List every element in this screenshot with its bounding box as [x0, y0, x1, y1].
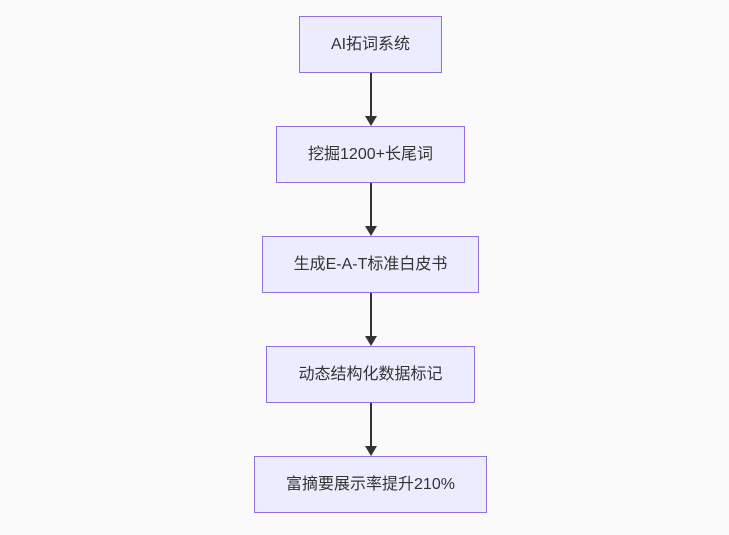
flow-node-ai-word-system: AI拓词系统 [298, 16, 443, 73]
arrow-line [369, 183, 372, 227]
flow-edge-2 [364, 183, 377, 236]
arrow-down-icon [364, 226, 377, 236]
flow-node-label: 生成E-A-T标准白皮书 [293, 256, 448, 273]
flowchart-canvas: AI拓词系统 挖掘1200+长尾词 生成E-A-T标准白皮书 动态结构化数据标记… [6, 0, 729, 535]
arrow-down-icon [364, 116, 377, 126]
flow-node-label: AI拓词系统 [330, 36, 411, 53]
flow-node-longtail-mining: 挖掘1200+长尾词 [276, 126, 465, 183]
flow-node-eat-whitepaper: 生成E-A-T标准白皮书 [261, 236, 480, 293]
flow-node-label: 富摘要展示率提升210% [286, 476, 455, 493]
flow-node-label: 动态结构化数据标记 [298, 366, 443, 383]
flow-edge-1 [364, 73, 377, 126]
arrow-down-icon [364, 336, 377, 346]
arrow-line [369, 293, 372, 337]
flow-node-rich-snippet-result: 富摘要展示率提升210% [254, 456, 487, 513]
arrow-down-icon [364, 446, 377, 456]
flow-node-structured-data: 动态结构化数据标记 [266, 346, 475, 403]
flow-edge-3 [364, 293, 377, 346]
flow-node-label: 挖掘1200+长尾词 [308, 146, 433, 163]
arrow-line [369, 403, 372, 447]
arrow-line [369, 73, 372, 117]
flow-edge-4 [364, 403, 377, 456]
